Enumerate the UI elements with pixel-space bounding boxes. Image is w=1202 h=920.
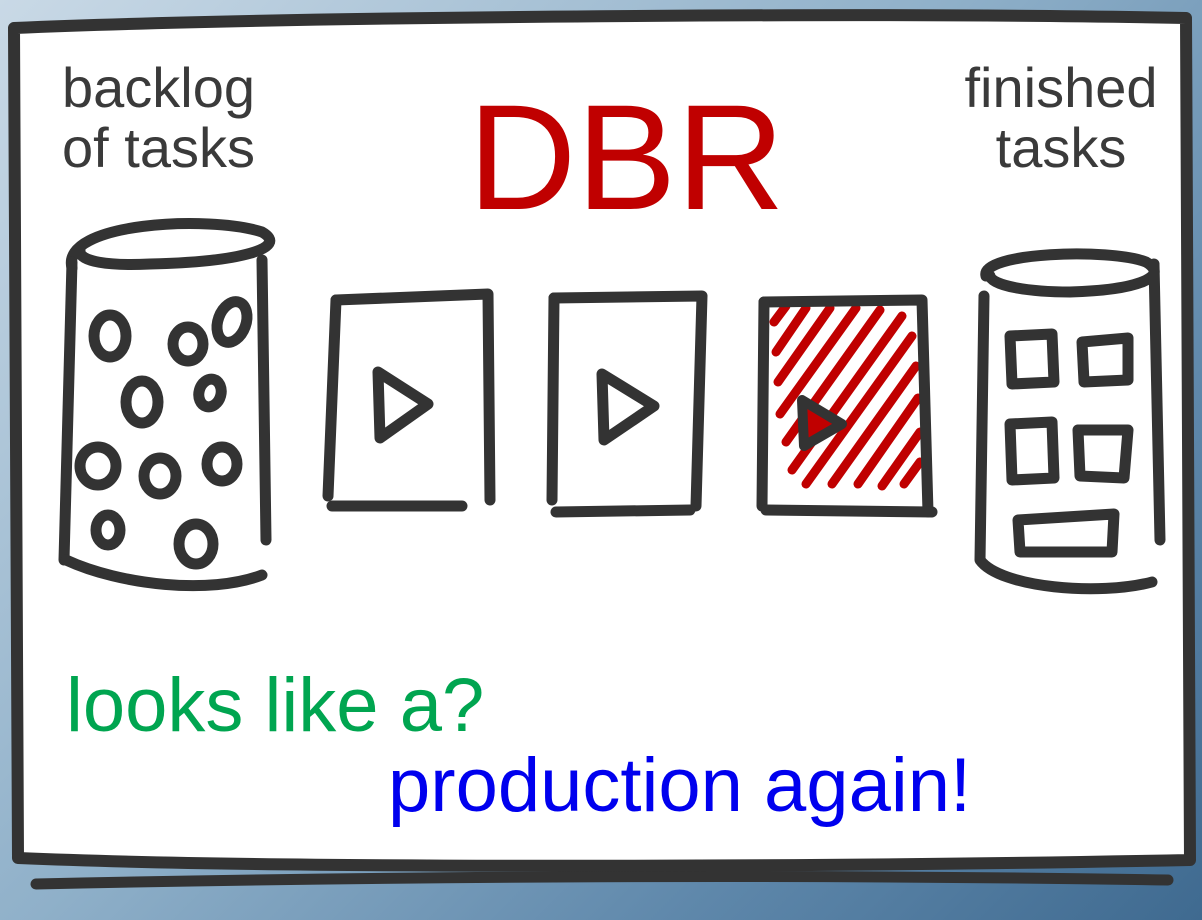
machine-2 (546, 290, 708, 518)
backlog-label: backlog of tasks (62, 56, 256, 180)
finished-label-line2: tasks (995, 116, 1127, 180)
question-text: looks like a? (66, 663, 485, 748)
finished-label-line1: finished (964, 56, 1158, 119)
board-underline (30, 871, 1174, 890)
backlog-label-line1: backlog (62, 56, 256, 119)
hatched-bottleneck-icon (756, 294, 938, 518)
play-icon (797, 395, 847, 451)
play-icon (596, 368, 660, 446)
finished-cylinder-icon (974, 248, 1166, 595)
finished-label: finished tasks (945, 56, 1177, 180)
machine-1 (322, 288, 496, 512)
backlog-cylinder-icon (58, 218, 276, 592)
backlog-label-line2: of tasks (62, 116, 255, 180)
play-icon (372, 366, 434, 444)
diagram-title: DBR (468, 73, 785, 241)
answer-text: production again! (388, 743, 972, 828)
